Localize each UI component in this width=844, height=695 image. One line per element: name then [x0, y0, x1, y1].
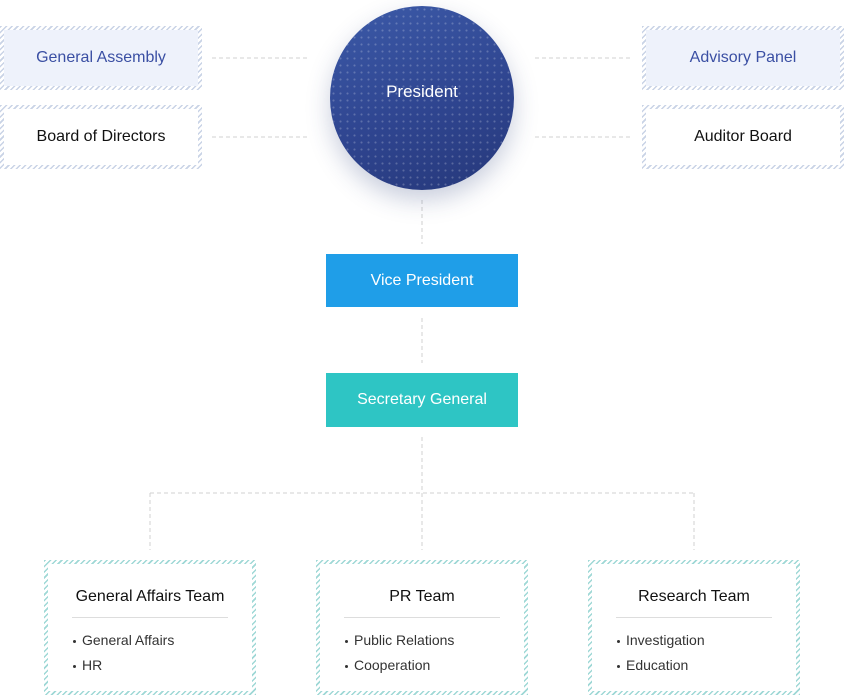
advisory-panel-box: Advisory Panel [642, 26, 844, 90]
board-of-directors-label: Board of Directors [4, 109, 198, 165]
team-item: Public Relations [344, 628, 500, 653]
team-item-list: General Affairs HR [72, 628, 228, 678]
team-item: HR [72, 653, 228, 678]
general-assembly-label: General Assembly [4, 30, 198, 86]
secretary-general-box: Secretary General [326, 373, 518, 427]
president-circle: President [330, 6, 514, 190]
team-title: General Affairs Team [72, 564, 228, 618]
pr-team-box: PR Team Public Relations Cooperation [316, 560, 528, 695]
team-item-list: Investigation Education [616, 628, 772, 678]
advisory-panel-label: Advisory Panel [646, 30, 840, 86]
team-item: Investigation [616, 628, 772, 653]
team-item: Cooperation [344, 653, 500, 678]
president-label: President [386, 82, 458, 101]
secretary-general-label: Secretary General [357, 391, 487, 408]
team-title: PR Team [344, 564, 500, 618]
team-item-list: Public Relations Cooperation [344, 628, 500, 678]
team-item: General Affairs [72, 628, 228, 653]
board-of-directors-box: Board of Directors [0, 105, 202, 169]
vice-president-box: Vice President [326, 254, 518, 307]
vice-president-label: Vice President [370, 271, 474, 289]
auditor-board-label: Auditor Board [646, 109, 840, 165]
auditor-board-box: Auditor Board [642, 105, 844, 169]
research-team-box: Research Team Investigation Education [588, 560, 800, 695]
general-assembly-box: General Assembly [0, 26, 202, 90]
team-title: Research Team [616, 564, 772, 618]
general-affairs-team-box: General Affairs Team General Affairs HR [44, 560, 256, 695]
team-item: Education [616, 653, 772, 678]
